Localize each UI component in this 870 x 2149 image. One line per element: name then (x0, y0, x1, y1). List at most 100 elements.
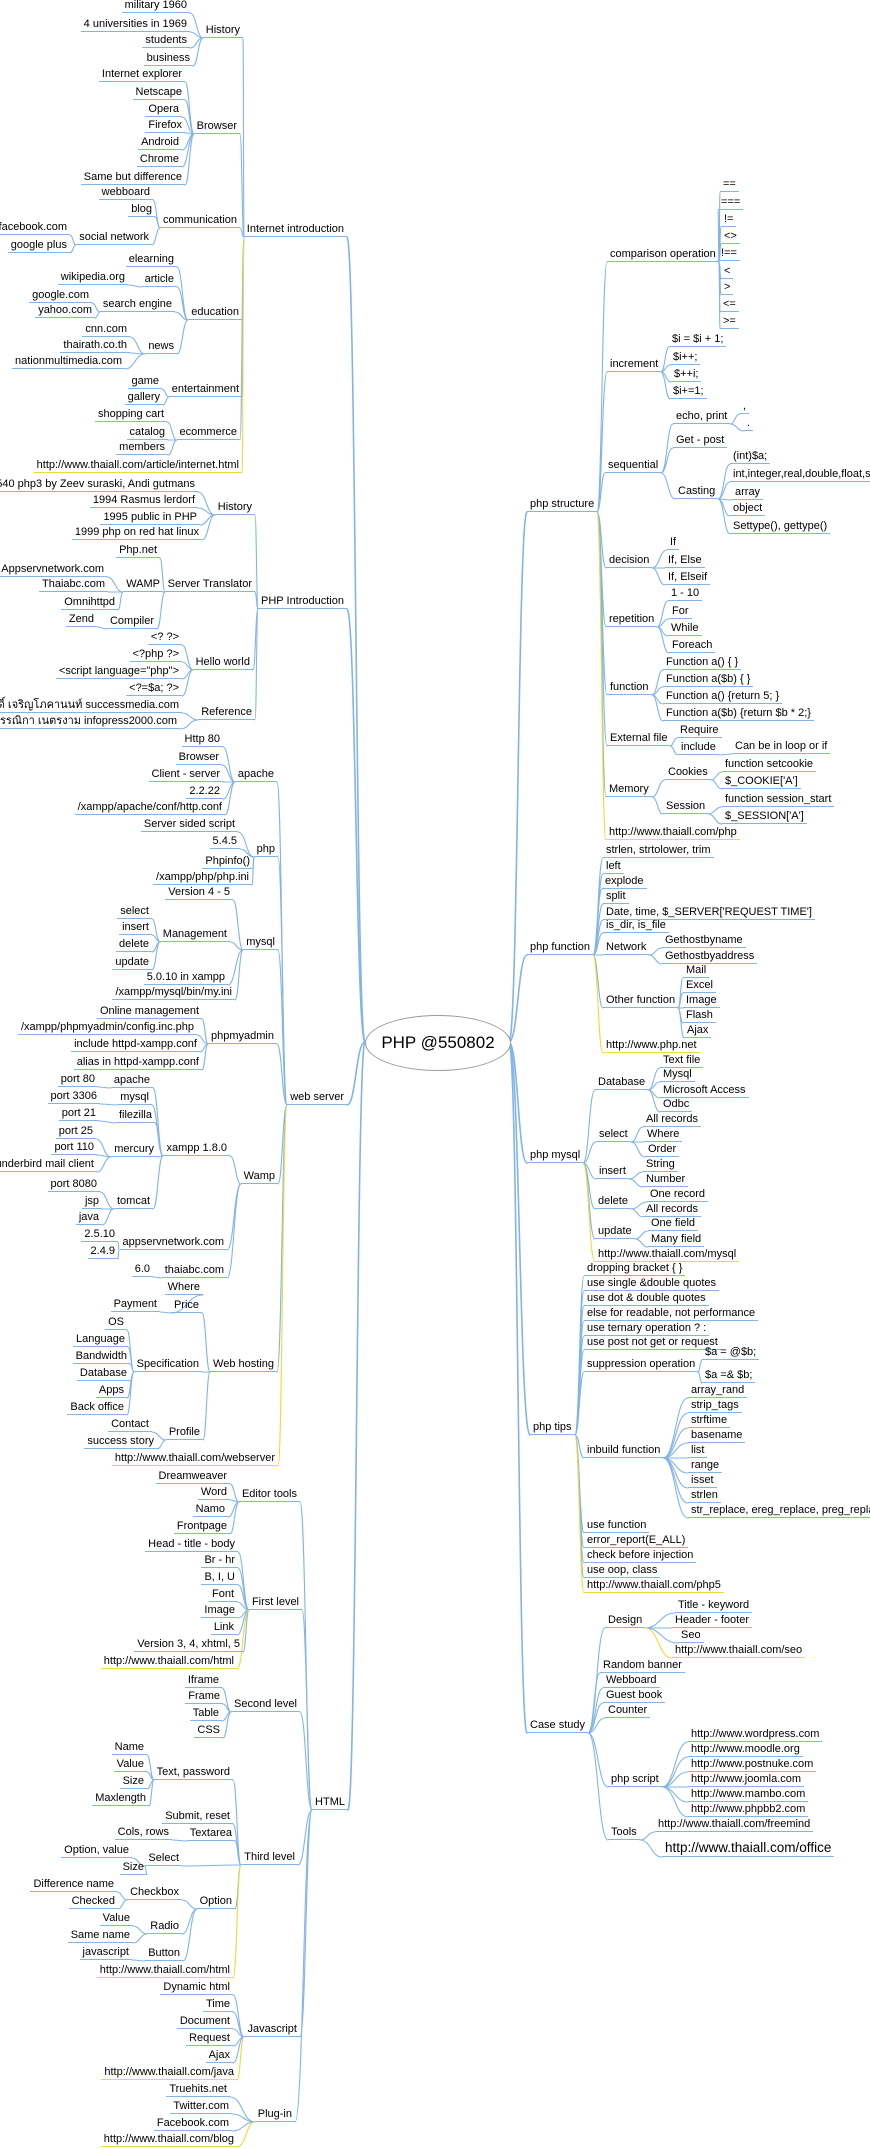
map-node-nets[interactable]: Netscape (132, 85, 185, 100)
map-node-c8[interactable]: <= (720, 297, 739, 312)
map-node-v249[interactable]: 2.4.9 (87, 1244, 118, 1259)
map-node-maxl[interactable]: Maxlength (92, 1791, 149, 1806)
map-node-biu[interactable]: B, I, U (201, 1570, 238, 1585)
map-node-apa[interactable]: apache (234, 767, 277, 782)
map-node-pf2[interactable]: left (603, 859, 624, 874)
map-node-onef[interactable]: One field (648, 1216, 699, 1231)
map-node-os[interactable]: OS (105, 1315, 127, 1330)
map-node-phpnet[interactable]: Php.net (116, 543, 160, 558)
map-node-t9[interactable]: check before injection (584, 1548, 697, 1563)
map-node-brw[interactable]: Browser (193, 119, 240, 134)
map-node-u1[interactable]: http://www.wordpress.com (688, 1727, 823, 1742)
map-node-chr[interactable]: Chrome (136, 152, 182, 167)
map-node-samen[interactable]: Same name (67, 1928, 133, 1943)
map-node-xampp[interactable]: xampp 1.8.0 (163, 1141, 230, 1156)
map-node-brhr[interactable]: Br - hr (201, 1553, 238, 1568)
map-node-gp[interactable]: google plus (7, 238, 70, 253)
map-node-seo[interactable]: Seo (678, 1628, 704, 1643)
map-node-java[interactable]: java (75, 1210, 102, 1225)
map-node-i4[interactable]: $i+=1; (670, 384, 707, 399)
map-node-stu[interactable]: students (142, 33, 190, 48)
map-node-l_seo[interactable]: http://www.thaiall.com/seo (672, 1643, 806, 1658)
map-node-wiki[interactable]: wikipedia.org (57, 270, 128, 285)
map-node-oner[interactable]: One record (647, 1187, 709, 1202)
map-node-l_blog[interactable]: http://www.thaiall.com/blog (100, 2132, 237, 2147)
map-node-html[interactable]: HTML (312, 1795, 348, 1810)
map-node-txta[interactable]: Textarea (186, 1826, 235, 1841)
map-node-xfz[interactable]: filezilla (115, 1108, 155, 1123)
map-node-c6[interactable]: < (721, 264, 734, 279)
map-node-size1[interactable]: Size (119, 1774, 147, 1789)
map-node-jsb[interactable]: javascript (79, 1945, 132, 1960)
map-node-andr[interactable]: Android (138, 135, 182, 150)
map-node-js[interactable]: Javascript (244, 2022, 300, 2037)
map-node-hist2[interactable]: History (214, 500, 255, 515)
map-node-webb[interactable]: webboard (98, 185, 153, 200)
map-node-yah[interactable]: yahoo.com (35, 303, 95, 318)
map-node-db[interactable]: Database (595, 1075, 649, 1090)
map-node-mem[interactable]: members (116, 440, 168, 455)
map-node-l_fm[interactable]: http://www.thaiall.com/freemind (655, 1817, 814, 1832)
map-node-sl[interactable]: Second level (231, 1697, 300, 1712)
map-node-ca3[interactable]: array (732, 485, 764, 500)
map-node-where1[interactable]: Where (164, 1280, 203, 1295)
map-node-i3[interactable]: $++i; (671, 367, 702, 382)
map-node-b8[interactable]: strlen (688, 1488, 721, 1503)
map-node-l_phpnet[interactable]: http://www.php.net (603, 1038, 700, 1053)
map-node-goog[interactable]: google.com (29, 288, 92, 303)
map-node-ti[interactable]: Title - keyword (675, 1598, 753, 1613)
map-node-f4[interactable]: Function a($b) {return $b * 2;} (663, 706, 814, 721)
map-node-ie[interactable]: Internet explorer (98, 67, 185, 82)
map-node-value2[interactable]: Value (99, 1911, 133, 1926)
map-node-f3[interactable]: Function a() {return 5; } (663, 689, 783, 704)
map-node-txtpw[interactable]: Text, password (153, 1765, 233, 1780)
map-node-echo[interactable]: echo, print (673, 409, 731, 424)
map-node-req2[interactable]: Require (677, 723, 722, 738)
map-node-pf5[interactable]: Date, time, $_SERVER['REQUEST TIME'] (603, 905, 815, 920)
map-node-l_php[interactable]: http://www.thaiall.com/php (606, 825, 740, 840)
map-node-word[interactable]: Word (197, 1485, 230, 1500)
map-node-omni[interactable]: Omnihttpd (61, 595, 118, 610)
map-node-ent[interactable]: entertainment (168, 382, 242, 397)
map-node-cs[interactable]: Case study (527, 1718, 589, 1733)
map-node-u5[interactable]: http://www.mambo.com (688, 1787, 809, 1802)
map-node-p8080[interactable]: port 8080 (47, 1177, 100, 1192)
map-node-e1[interactable]: , (740, 399, 750, 414)
map-node-fp[interactable]: Frontpage (173, 1519, 230, 1534)
map-node-seng[interactable]: search engine (99, 297, 175, 312)
map-node-fb[interactable]: facebook.com (0, 220, 70, 235)
map-node-cook[interactable]: Cookies (665, 765, 711, 780)
map-node-mupd[interactable]: update (112, 955, 152, 970)
map-node-htb[interactable]: Head - title - body (145, 1537, 238, 1552)
map-node-paym[interactable]: Payment (110, 1297, 160, 1312)
map-node-ref2[interactable]: วรรณิกา เนตรงาม infopress2000.com (0, 714, 180, 729)
map-node-p25[interactable]: port 25 (55, 1124, 96, 1139)
map-node-d1[interactable]: If (667, 535, 680, 550)
map-node-wamp1[interactable]: WAMP (123, 577, 163, 592)
map-node-v2510[interactable]: 2.5.10 (81, 1227, 118, 1242)
map-node-req[interactable]: Request (186, 2031, 233, 2046)
map-node-ii[interactable]: Internet introduction (243, 222, 347, 237)
map-node-clsv[interactable]: Client - server (148, 767, 223, 782)
map-node-ca4[interactable]: object (730, 501, 766, 516)
map-node-cat[interactable]: catalog (126, 425, 168, 440)
map-node-rep[interactable]: repetition (606, 612, 658, 627)
map-node-ckA[interactable]: $_COOKIE['A'] (722, 774, 801, 789)
map-node-spec[interactable]: Specification (133, 1357, 202, 1372)
map-node-shc[interactable]: shopping cart (94, 407, 167, 422)
map-node-blog[interactable]: blog (128, 202, 155, 217)
map-node-r3[interactable]: While (668, 621, 702, 636)
map-node-b1[interactable]: array_rand (688, 1383, 748, 1398)
map-node-backo[interactable]: Back office (67, 1400, 127, 1415)
map-node-l_websv[interactable]: http://www.thaiall.com/webserver (111, 1451, 278, 1466)
map-node-pscr[interactable]: php script (608, 1772, 662, 1787)
map-node-pf6[interactable]: is_dir, is_file (603, 918, 669, 933)
map-node-b7[interactable]: isset (688, 1473, 717, 1488)
map-node-datab[interactable]: Database (76, 1366, 130, 1381)
map-node-msa[interactable]: Microsoft Access (660, 1083, 749, 1098)
map-node-comm[interactable]: communication (160, 213, 240, 228)
map-node-b4[interactable]: basename (688, 1428, 746, 1443)
map-node-hw1[interactable]: <? ?> (147, 630, 182, 645)
map-node-pt[interactable]: php tips (530, 1420, 575, 1435)
map-node-t1[interactable]: dropping bracket { } (584, 1261, 686, 1276)
